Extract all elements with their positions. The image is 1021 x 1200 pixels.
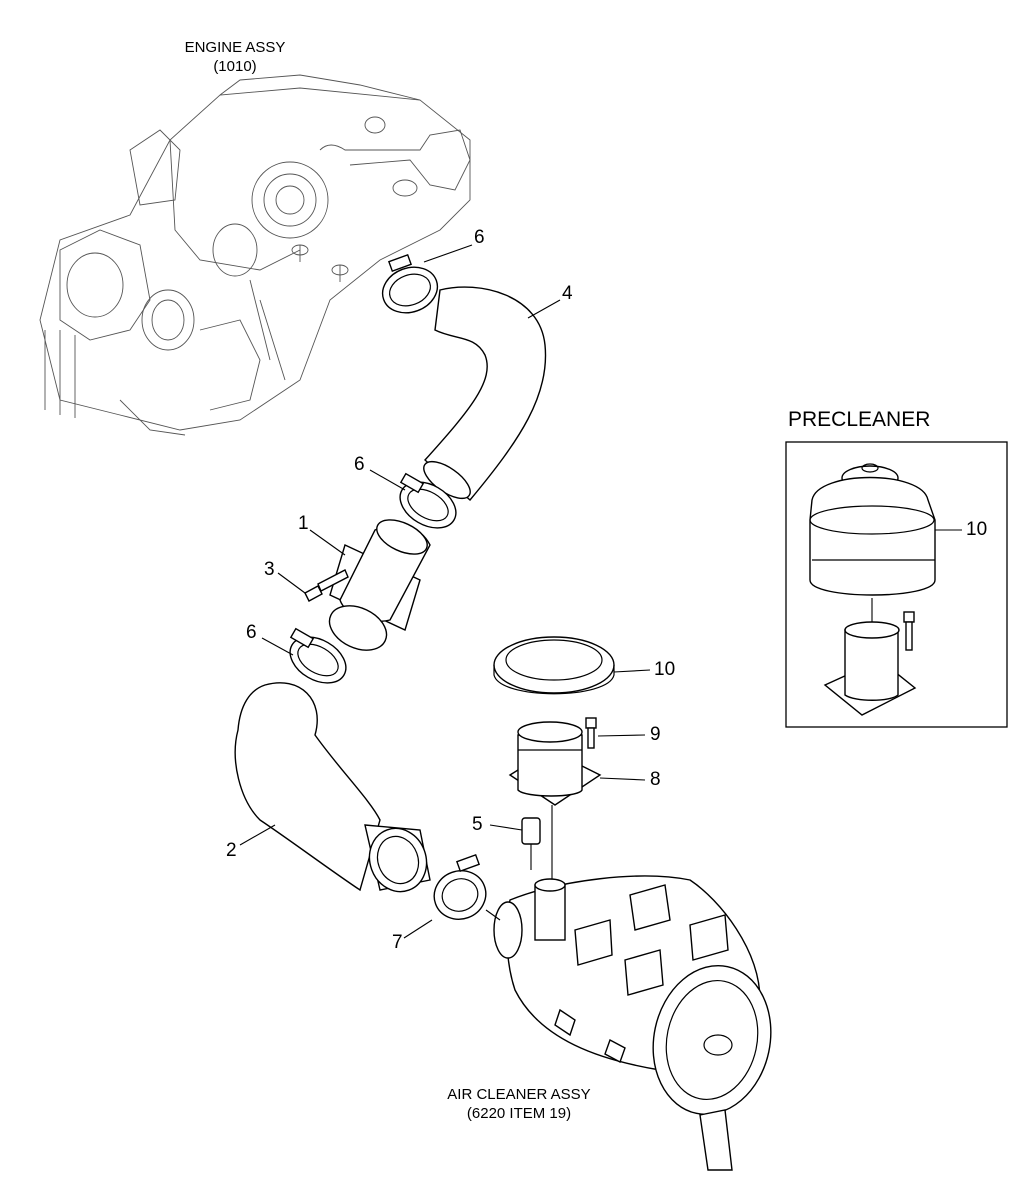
callout-5: 5 xyxy=(472,814,483,835)
engine-assy-label: ENGINE ASSY (1010) xyxy=(170,38,300,76)
air-cleaner-assy-label: AIR CLEANER ASSY (6220 ITEM 19) xyxy=(424,1085,614,1123)
inlet-stack xyxy=(508,721,602,806)
upper-hose xyxy=(423,286,547,502)
leader-lines xyxy=(239,244,962,939)
clamp-top xyxy=(381,253,439,314)
engine-assembly xyxy=(39,74,471,436)
callout-3: 3 xyxy=(264,559,275,580)
callout-2: 2 xyxy=(226,840,237,861)
bolt xyxy=(304,569,349,602)
engine-assy-title: ENGINE ASSY xyxy=(184,39,286,56)
air-cleaner-assembly xyxy=(493,875,772,1171)
restriction-indicator xyxy=(521,805,553,880)
callout-1: 1 xyxy=(298,513,309,534)
precleaner-cap xyxy=(493,636,615,695)
clamp-lower xyxy=(289,627,347,684)
callout-4: 4 xyxy=(562,283,573,304)
elbow-adapter xyxy=(328,519,431,651)
clamp-air-cleaner xyxy=(433,853,487,920)
air-cleaner-assy-title: AIR CLEANER ASSY xyxy=(447,1086,591,1103)
callout-6-middle: 6 xyxy=(354,454,365,475)
callout-6-top: 6 xyxy=(474,227,485,248)
air-cleaner-assy-ref: (6220 ITEM 19) xyxy=(466,1105,572,1122)
callout-10-precleaner: 10 xyxy=(966,519,988,540)
callout-7: 7 xyxy=(392,932,403,953)
clamp-middle xyxy=(399,472,457,529)
engine-assy-ref: (1010) xyxy=(213,58,257,75)
precleaner-title: PRECLEANER xyxy=(788,408,931,431)
callout-8: 8 xyxy=(650,769,661,790)
callout-9: 9 xyxy=(650,724,661,745)
stack-bolt xyxy=(585,717,597,749)
callout-6-lower: 6 xyxy=(246,622,257,643)
lower-hose xyxy=(234,682,431,893)
callout-10-cap: 10 xyxy=(654,659,676,680)
precleaner-inset xyxy=(785,441,1008,728)
